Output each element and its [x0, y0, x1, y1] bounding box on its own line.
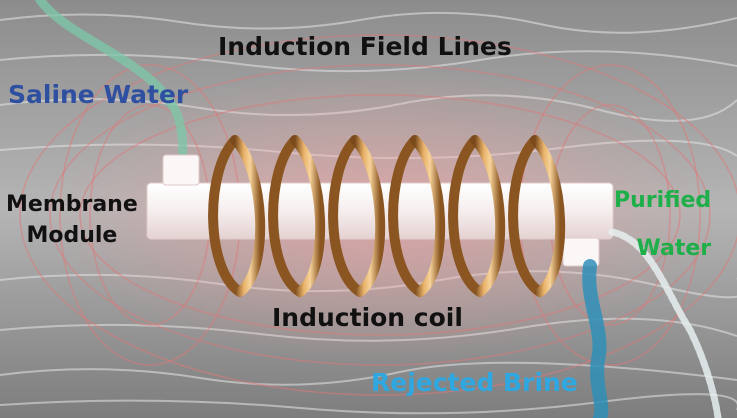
saline-water-stream — [35, 0, 188, 170]
rejected-brine-stream — [582, 259, 609, 418]
title-label: Induction Field Lines — [218, 32, 512, 61]
induction-coil — [208, 135, 566, 297]
purified-label-line1: Purified — [614, 188, 712, 213]
inlet-port — [162, 154, 200, 186]
induction-coil-label: Induction coil — [272, 303, 463, 332]
membrane-label-line2: Module — [26, 223, 118, 248]
saline-water-label: Saline Water — [8, 80, 189, 109]
purified-label-line2: Water — [636, 236, 712, 261]
membrane-label-line1: Membrane — [6, 192, 138, 217]
rejected-brine-label: Rejected Brine — [371, 368, 578, 397]
purified-water-stream — [608, 228, 722, 418]
purified-water-label: Purified Water — [614, 177, 711, 273]
membrane-module-label: Membrane Module — [6, 189, 138, 251]
